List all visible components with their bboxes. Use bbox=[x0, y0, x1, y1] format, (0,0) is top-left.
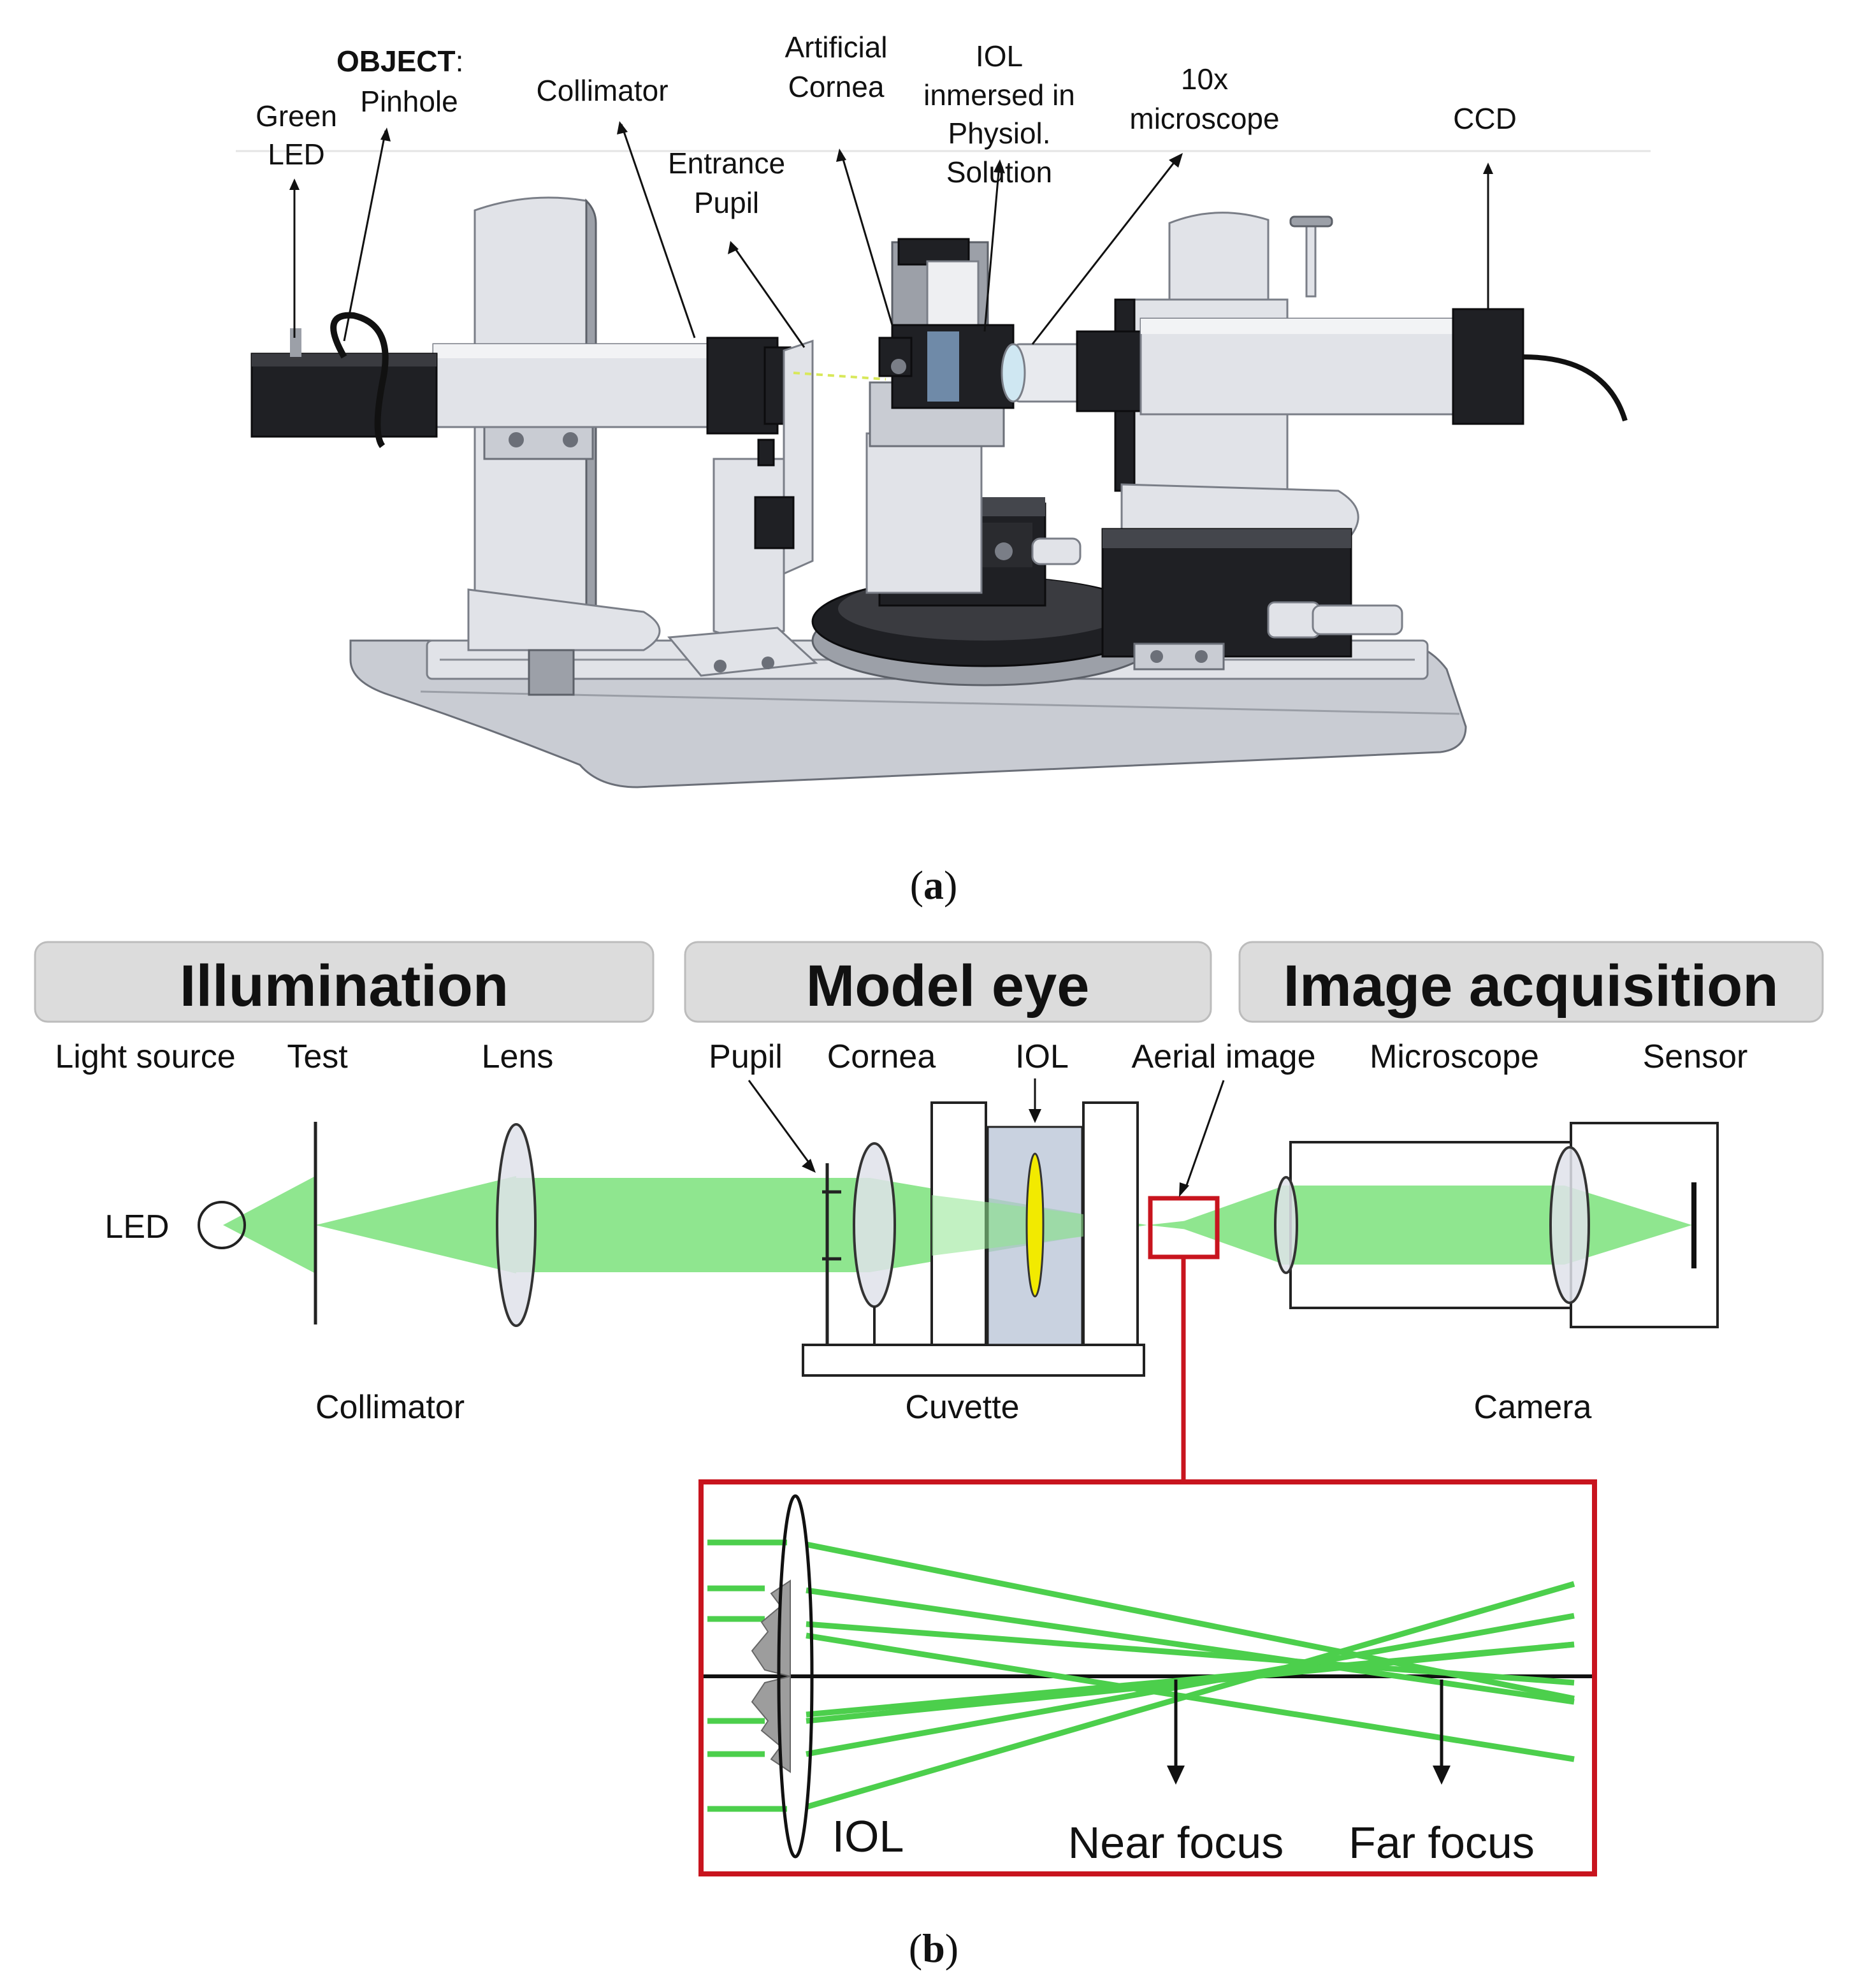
lens-label: Lens bbox=[482, 1038, 554, 1075]
iol-lens bbox=[1025, 1152, 1045, 1298]
svg-text:(a): (a) bbox=[910, 862, 958, 908]
illumination-header-box bbox=[34, 941, 655, 1023]
cornea-lens bbox=[853, 1142, 896, 1308]
aerial-image-label: Aerial image bbox=[1131, 1038, 1315, 1075]
microscope-label-a: microscope bbox=[1129, 102, 1279, 135]
ccd-label: CCD bbox=[1453, 102, 1517, 135]
inset-iol-lens bbox=[777, 1494, 814, 1859]
sensor-label: Sensor bbox=[1643, 1038, 1748, 1075]
model-eye-assembly bbox=[811, 238, 1158, 686]
collimator-label-b: Collimator bbox=[315, 1389, 465, 1426]
far-focus-label: Far focus bbox=[1349, 1818, 1535, 1868]
camera-label: Camera bbox=[1474, 1389, 1592, 1426]
entrance-pupil-holder bbox=[667, 339, 818, 677]
pupil-aperture bbox=[822, 1163, 841, 1345]
artificial-label: Artificial bbox=[785, 31, 887, 64]
green-label: Green bbox=[256, 99, 337, 133]
right-tower bbox=[1101, 212, 1403, 671]
iol-label-b: IOL bbox=[1015, 1038, 1069, 1075]
model-eye-header: Model eye bbox=[806, 954, 1090, 1019]
microscope-label-b: Microscope bbox=[1370, 1038, 1539, 1075]
cuvette-label: Cuvette bbox=[905, 1389, 1019, 1426]
annotation-leaders bbox=[289, 121, 1493, 348]
led-source-icon bbox=[198, 1201, 246, 1249]
camera-lens bbox=[1549, 1146, 1590, 1304]
led-label-a: LED bbox=[268, 138, 324, 171]
test-label: Test bbox=[287, 1038, 348, 1075]
iol-label-a: IOL bbox=[976, 40, 1023, 73]
led-housing bbox=[250, 312, 438, 448]
light-source-label: Light source bbox=[55, 1038, 235, 1075]
entrance-label: Entrance bbox=[668, 147, 785, 180]
inset-zoom: IOL Near focus Far focus bbox=[698, 1479, 1597, 1876]
microscope-ccd-tube bbox=[1001, 308, 1628, 425]
camera bbox=[1274, 1122, 1719, 1328]
object-label-bold: OBJECT bbox=[336, 45, 456, 78]
led-label-b: LED bbox=[105, 1208, 169, 1245]
solution-label: Solution bbox=[946, 156, 1052, 189]
image-acquisition-header-box bbox=[1238, 941, 1824, 1023]
caption-b: b bbox=[922, 1926, 945, 1971]
panel-b-schematic: Illumination Model eye Image acquisition… bbox=[34, 941, 1824, 1971]
illumination-header: Illumination bbox=[180, 954, 509, 1019]
svg-text:(b): (b) bbox=[909, 1926, 958, 1971]
left-tower bbox=[467, 196, 661, 696]
cornea-label-a: Cornea bbox=[788, 70, 885, 103]
cuvette bbox=[802, 1101, 1145, 1377]
image-acquisition-header: Image acquisition bbox=[1283, 954, 1778, 1019]
collimator-tube bbox=[432, 337, 792, 435]
collimator-label-a: Collimator bbox=[536, 74, 668, 107]
collimator-lens bbox=[496, 1123, 537, 1327]
physiol-label: Physiol. bbox=[948, 117, 1050, 150]
pinhole-label: Pinhole bbox=[360, 85, 458, 118]
microscope-lens bbox=[1274, 1176, 1298, 1274]
pupil-label-b: Pupil bbox=[709, 1038, 783, 1075]
object-label-colon: : bbox=[456, 45, 464, 78]
tenx-label: 10x bbox=[1181, 62, 1228, 96]
caption-a: a bbox=[923, 862, 944, 908]
inmersed-label: inmersed in bbox=[923, 78, 1075, 112]
cornea-label-b: Cornea bbox=[827, 1038, 936, 1075]
inset-iol-label: IOL bbox=[832, 1811, 904, 1861]
near-focus-label: Near focus bbox=[1068, 1818, 1284, 1868]
model-eye-header-box bbox=[684, 941, 1212, 1023]
pupil-label-a: Pupil bbox=[694, 186, 759, 219]
panel-a-rendering: OBJECT: Pinhole Green LED Collimator Art… bbox=[236, 31, 1651, 908]
light-beam bbox=[223, 1176, 1692, 1273]
svg-text:OBJECT:: OBJECT: bbox=[336, 45, 463, 78]
